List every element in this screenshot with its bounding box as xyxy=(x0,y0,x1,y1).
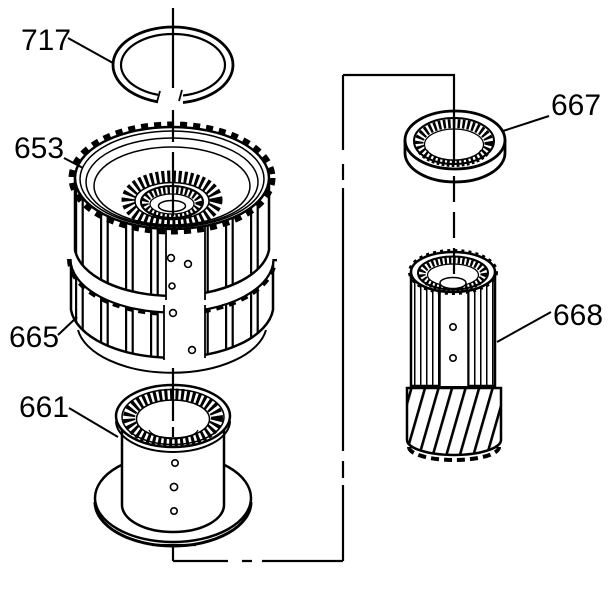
leader-717 xyxy=(67,37,114,64)
assembly-centerlines xyxy=(171,8,456,563)
drum-hole xyxy=(187,345,197,355)
leader-667 xyxy=(502,115,550,132)
leader-661 xyxy=(68,407,119,438)
hub-hole xyxy=(170,506,179,515)
leader-665 xyxy=(57,316,78,336)
drum-hole xyxy=(168,308,178,318)
callout-653: 653 xyxy=(14,132,64,165)
callout-667: 667 xyxy=(551,89,601,122)
leader-653 xyxy=(63,157,84,169)
connector-top xyxy=(343,73,456,163)
part-callouts: 717 653 665 661 667 668 xyxy=(9,24,603,424)
shaft-hole xyxy=(448,322,457,331)
callout-717: 717 xyxy=(21,24,71,57)
callout-661: 661 xyxy=(19,391,69,424)
helical-gear xyxy=(405,386,503,457)
internal-splines xyxy=(121,170,223,230)
hub-hole xyxy=(171,458,180,467)
ring-gap xyxy=(158,89,183,105)
drum-hole xyxy=(183,259,193,269)
leader-lines xyxy=(57,37,552,438)
hub-hole xyxy=(169,482,179,492)
part-668-gear-shaft xyxy=(405,249,503,462)
shaft-hole xyxy=(448,353,457,362)
drum-hole xyxy=(166,253,176,263)
callout-665: 665 xyxy=(9,321,59,354)
drum-hole xyxy=(168,282,176,290)
gear-teeth-bottom xyxy=(407,446,501,462)
leader-668 xyxy=(496,311,552,343)
callout-668: 668 xyxy=(553,299,603,332)
